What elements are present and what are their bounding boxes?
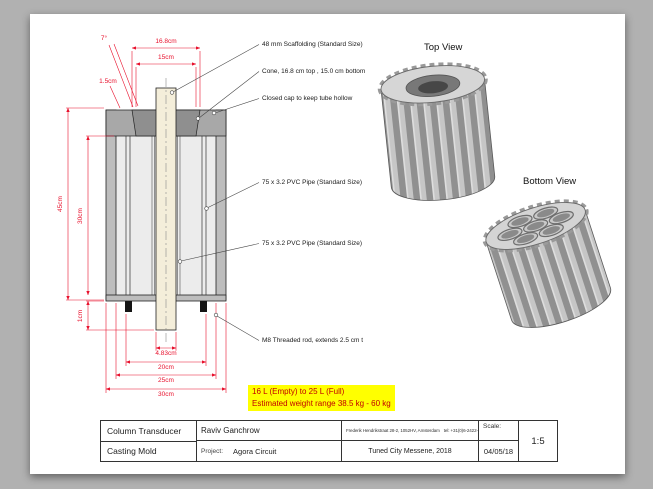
dim-angle: 7° xyxy=(99,34,109,43)
dim-w20: 20cm xyxy=(157,363,175,372)
telephone-text: tel: +31(0)6-2422-6726 xyxy=(443,428,478,433)
callout-pvc-pipe-1: 75 x 3.2 PVC Pipe (Standard Size) xyxy=(262,179,363,186)
callout-leaders xyxy=(169,44,260,341)
project-cell: Project: Agora Circuit xyxy=(197,441,342,461)
dim-wall: 1.5cm xyxy=(98,77,118,86)
callout-scaffolding: 48 mm Scaffolding (Standard Size) xyxy=(262,41,363,48)
drawing-sheet: Top View Bottom View 7° 16.8cm 15cm 1.5c… xyxy=(30,14,625,474)
technical-drawing-linework xyxy=(66,43,612,393)
threaded-rod-left xyxy=(125,301,132,312)
dim-w25: 25cm xyxy=(157,376,175,385)
scale-value-cell: 1:5 xyxy=(531,435,545,447)
address-text: Frederik Hendrikstraat 28-2, 1052HV, Ams… xyxy=(346,428,440,433)
capacity-line: 16 L (Empty) to 25 L (Full) xyxy=(252,387,345,396)
doc-title-line1: Column Transducer xyxy=(101,421,196,442)
mold-left-wall xyxy=(105,109,117,301)
dim-foot-height: 1cm xyxy=(76,308,85,324)
dim-rod: 4.83cm xyxy=(154,349,178,358)
bottom-view-3d xyxy=(482,199,612,328)
dim-cavity-height: 30cm xyxy=(76,207,85,225)
threaded-rod-right xyxy=(200,301,207,312)
title-block: Column Transducer Casting Mold Raviv Gan… xyxy=(100,420,558,462)
author-cell: Raviv Ganchrow xyxy=(197,421,342,441)
top-view-label: Top View xyxy=(424,42,463,53)
author-name: Raviv Ganchrow xyxy=(201,426,260,435)
capacity-note: 16 L (Empty) to 25 L (Full) Estimated we… xyxy=(248,385,395,411)
scale-label-cell: Scale: xyxy=(479,421,519,441)
mold-right-wall xyxy=(215,109,227,301)
weight-line: Estimated weight range 38.5 kg - 60 kg xyxy=(252,399,391,408)
project-label: Project: xyxy=(201,447,224,455)
event-cell: Tuned City Messene, 2018 xyxy=(342,441,479,461)
doc-title-line2: Casting Mold xyxy=(107,446,157,457)
callout-closed-cap: Closed cap to keep tube hollow xyxy=(262,95,353,102)
dim-cone-top: 16.8cm xyxy=(154,37,178,46)
date-text: 04/05/18 xyxy=(483,446,514,456)
pipe-holes xyxy=(497,206,574,246)
bottom-view-label: Bottom View xyxy=(523,176,577,187)
event-text: Tuned City Messene, 2018 xyxy=(368,447,452,455)
mold-cross-section xyxy=(105,78,227,342)
date-cell: 04/05/18 xyxy=(479,441,519,461)
dimension-lines xyxy=(66,43,227,393)
callout-threaded-rod: M8 Threaded rod, extends 2.5 cm t xyxy=(262,337,364,344)
project-name: Agora Circuit xyxy=(233,446,277,456)
dim-cone-bottom: 15cm xyxy=(157,53,175,62)
dim-w30: 30cm xyxy=(157,390,175,399)
callout-pvc-pipe-2: 75 x 3.2 PVC Pipe (Standard Size) xyxy=(262,240,363,247)
callout-cone: Cone, 16.8 cm top , 15.0 cm bottom xyxy=(262,68,366,75)
title-block-grid: Raviv Ganchrow Frederik Hendrikstraat 28… xyxy=(197,421,519,461)
scale-label: Scale: xyxy=(483,423,502,430)
address-cell: Frederik Hendrikstraat 28-2, 1052HV, Ams… xyxy=(342,421,479,441)
top-view-3d xyxy=(377,62,496,201)
doc-title-cell: Column Transducer Casting Mold xyxy=(101,421,197,461)
dim-total-height: 45cm xyxy=(56,195,65,213)
